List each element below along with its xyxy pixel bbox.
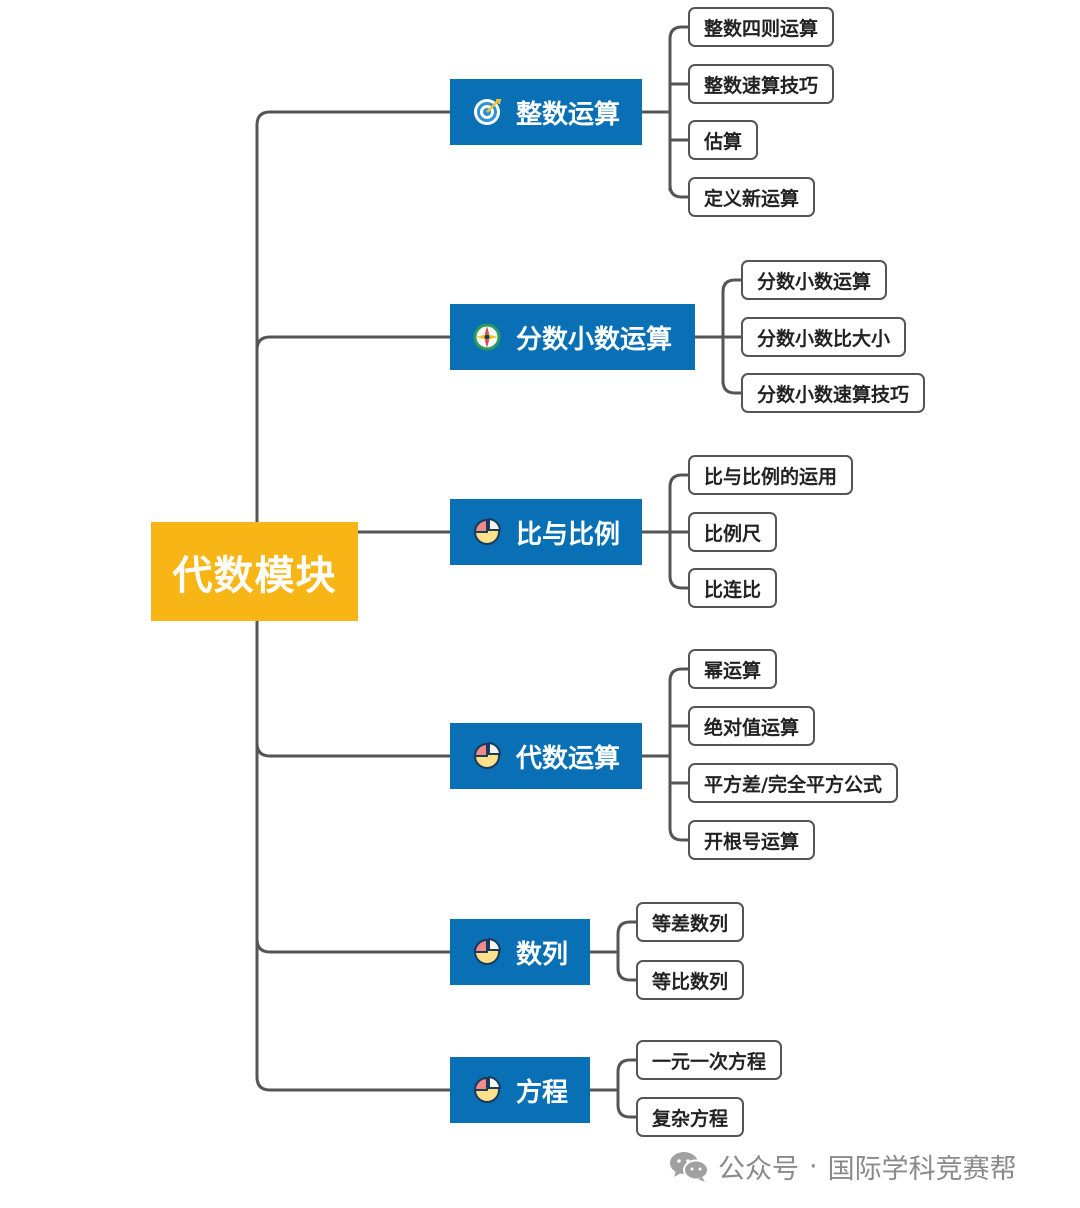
branch-node-sequences: 数列 <box>450 919 590 985</box>
root-label: 代数模块 <box>172 552 337 599</box>
leaf-node: 开根号运算 <box>688 820 816 860</box>
branch-node-ratio-proportion: 比与比例 <box>450 499 642 565</box>
branch-label: 整数运算 <box>516 99 621 130</box>
leaf-node: 分数小数比大小 <box>741 317 907 357</box>
root-node: 代数模块 <box>151 522 358 621</box>
leaf-label: 定义新运算 <box>704 187 800 210</box>
leaf-label: 开根号运算 <box>704 830 800 853</box>
leaf-node: 等比数列 <box>636 960 745 1000</box>
leaf-label: 整数速算技巧 <box>704 74 819 97</box>
watermark-prefix: 公众号 <box>718 1153 799 1185</box>
branch-label: 比与比例 <box>516 519 621 550</box>
leaf-label: 分数小数运算 <box>757 270 872 293</box>
wechat-icon <box>670 1152 709 1182</box>
leaf-label: 比与比例的运用 <box>704 465 838 488</box>
pie-chart-icon <box>474 518 501 545</box>
leaf-node: 等差数列 <box>636 902 745 942</box>
leaf-label: 等比数列 <box>652 970 729 993</box>
leaf-label: 一元一次方程 <box>652 1050 767 1073</box>
branch-node-equations: 方程 <box>450 1057 590 1123</box>
leaf-label: 等差数列 <box>652 912 729 935</box>
branch-label: 数列 <box>516 939 569 970</box>
leaf-label: 绝对值运算 <box>704 716 800 739</box>
watermark: 公众号 · 国际学科竞赛帮 <box>668 1146 1017 1186</box>
target-icon <box>474 99 502 125</box>
branch-node-integer-operations: 整数运算 <box>450 79 642 145</box>
pie-chart-icon <box>474 938 501 965</box>
leaf-node: 平方差/完全平方公式 <box>688 763 898 803</box>
branch-label: 分数小数运算 <box>516 324 673 355</box>
leaf-label: 整数四则运算 <box>704 17 819 40</box>
leaf-label: 比例尺 <box>704 522 762 545</box>
branch-node-algebraic-operations: 代数运算 <box>450 723 642 789</box>
leaf-node: 绝对值运算 <box>688 706 816 746</box>
leaf-node: 一元一次方程 <box>636 1040 783 1080</box>
branch-label: 代数运算 <box>516 743 621 774</box>
pie-chart-icon <box>474 1076 501 1103</box>
leaf-node: 分数小数速算技巧 <box>741 373 926 413</box>
leaf-node: 比连比 <box>688 568 778 608</box>
pie-chart-icon <box>474 742 501 769</box>
compass-icon <box>473 323 501 351</box>
leaf-label: 复杂方程 <box>652 1107 729 1130</box>
leaf-node: 复杂方程 <box>636 1097 745 1137</box>
leaf-node: 整数四则运算 <box>688 7 835 47</box>
leaf-node: 整数速算技巧 <box>688 64 835 104</box>
leaf-node: 幂运算 <box>688 649 778 689</box>
leaf-node: 定义新运算 <box>688 177 816 217</box>
leaf-label: 平方差/完全平方公式 <box>704 773 882 796</box>
leaf-label: 比连比 <box>704 578 762 601</box>
leaf-label: 分数小数比大小 <box>757 327 891 350</box>
leaf-label: 幂运算 <box>704 659 762 682</box>
leaf-node: 分数小数运算 <box>741 260 888 300</box>
leaf-node: 比例尺 <box>688 512 778 552</box>
watermark-separator: · <box>809 1150 818 1182</box>
branch-label: 方程 <box>516 1077 569 1108</box>
leaf-node: 估算 <box>688 120 759 160</box>
leaf-label: 估算 <box>704 130 743 153</box>
watermark-name: 国际学科竞赛帮 <box>827 1153 1017 1185</box>
leaf-label: 分数小数速算技巧 <box>757 383 910 406</box>
leaf-node: 比与比例的运用 <box>688 455 854 495</box>
branch-node-fraction-decimal: 分数小数运算 <box>450 304 695 370</box>
